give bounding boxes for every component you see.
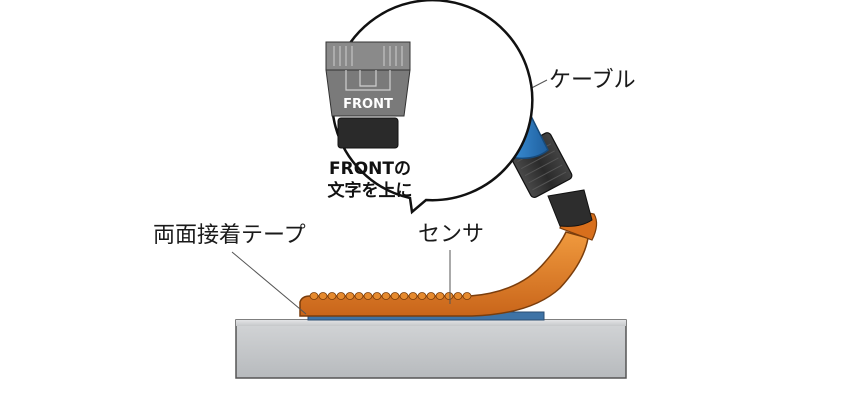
- connector-front-text: FRONT: [343, 97, 393, 112]
- sensor-ridge: [327, 292, 337, 300]
- sensor-ridge: [354, 292, 364, 300]
- sensor: [299, 231, 589, 317]
- sensor-ridge: [399, 292, 409, 300]
- connector-closeup: FRONT: [325, 41, 411, 149]
- bubble-caption: FRONTの 文字を上に: [310, 158, 430, 202]
- sensor-ridge: [444, 292, 454, 300]
- sensor-ridge: [318, 292, 328, 300]
- base-plate: [235, 319, 627, 379]
- sensor-ridge: [309, 292, 319, 300]
- sensor-ridge: [462, 292, 472, 300]
- sensor-ridge: [417, 292, 427, 300]
- sensor-ridge: [372, 292, 382, 300]
- sensor-label: センサ: [418, 222, 485, 247]
- sensor-ridges: [309, 292, 472, 300]
- sensor-ridge: [408, 292, 418, 300]
- sensor-ridge: [426, 292, 436, 300]
- tape-label: 両面接着テープ: [153, 223, 306, 248]
- sensor-ridge: [435, 292, 445, 300]
- sensor-ridge: [345, 292, 355, 300]
- sensor-ridge: [363, 292, 373, 300]
- sensor-ridge: [453, 292, 463, 300]
- tape-leader-line: [231, 251, 307, 315]
- sensor-ridge: [381, 292, 391, 300]
- bubble-caption-line2: 文字を上に: [327, 181, 413, 201]
- cable-label: ケーブル: [549, 68, 636, 93]
- bubble-caption-line1: FRONTの: [329, 159, 411, 179]
- callout-bubble: FRONT: [325, 0, 534, 215]
- sensor-ridge: [336, 292, 346, 300]
- sensor-ridge: [390, 292, 400, 300]
